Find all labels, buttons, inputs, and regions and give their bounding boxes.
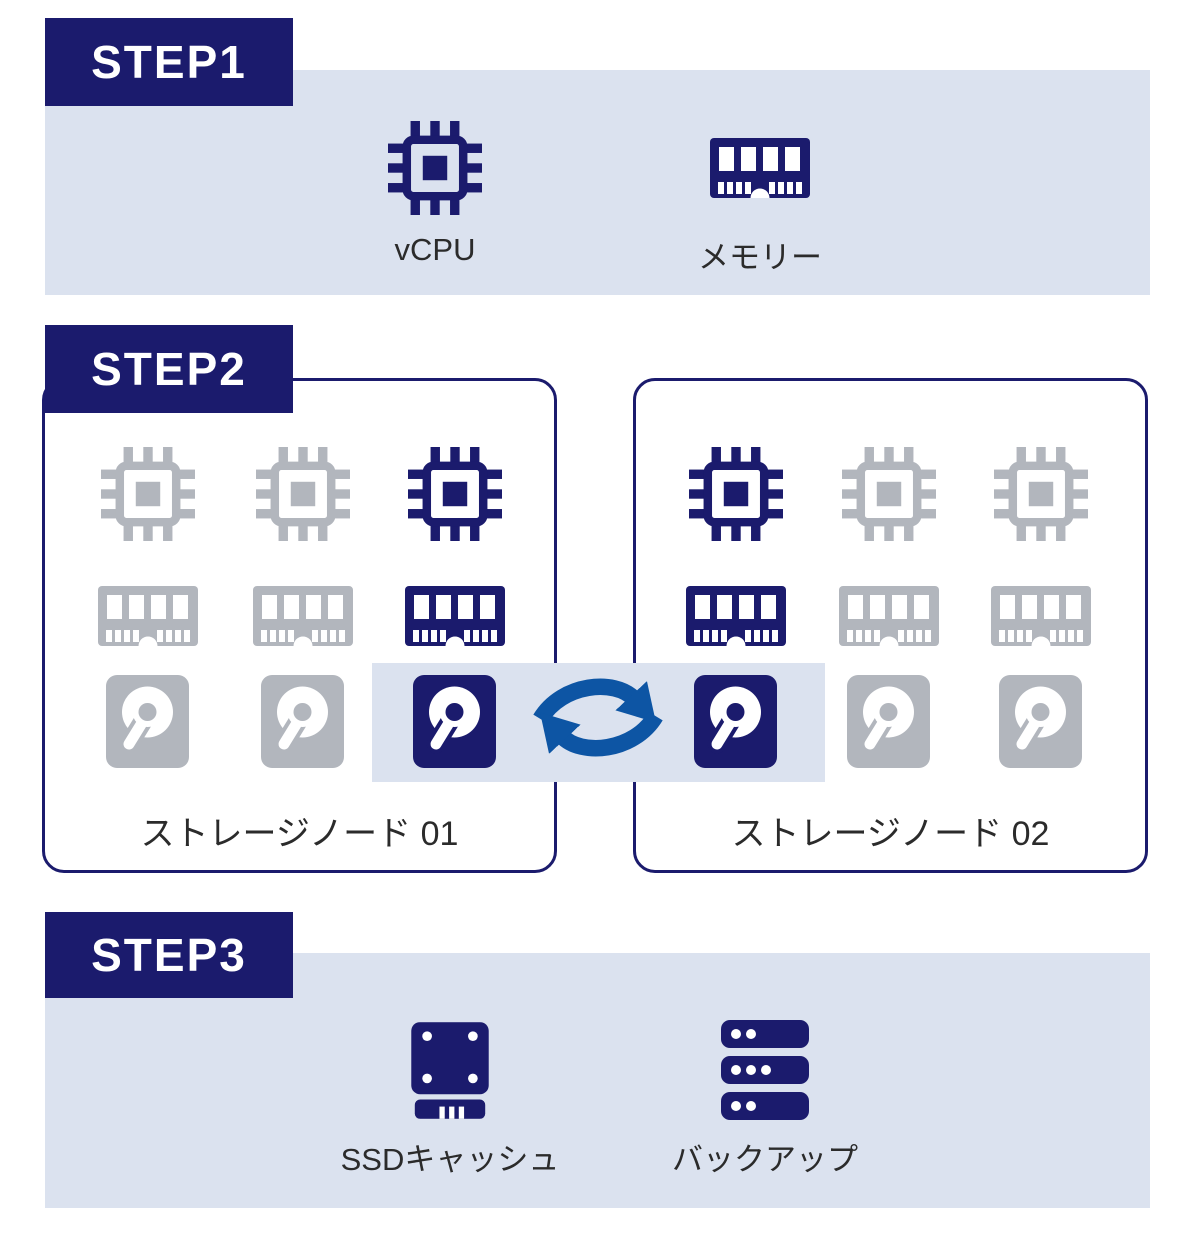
step3-item-backup: バックアップ bbox=[615, 1020, 915, 1179]
memory-module-icon bbox=[98, 585, 198, 647]
cpu-chip-icon bbox=[388, 121, 482, 215]
step3-label: STEP3 bbox=[45, 912, 293, 998]
step1-item-vcpu: vCPU bbox=[285, 118, 585, 268]
storage-node-02-title: ストレージノード 02 bbox=[731, 815, 1050, 853]
step1-label-text: STEP1 bbox=[91, 36, 247, 88]
step1-item-memory: メモリー bbox=[610, 118, 910, 277]
memory-module-icon bbox=[405, 585, 505, 647]
hard-disk-icon bbox=[261, 675, 344, 768]
ssd-icon-slot bbox=[406, 1020, 494, 1120]
step3-label-text: STEP3 bbox=[91, 929, 247, 981]
cpu-chip-icon bbox=[101, 447, 195, 541]
hard-disk-icon bbox=[106, 675, 189, 768]
memory-module-icon bbox=[253, 585, 353, 647]
cpu-chip-icon bbox=[842, 447, 936, 541]
cpu-chip-icon bbox=[408, 447, 502, 541]
hard-disk-icon bbox=[694, 675, 777, 768]
ssd-cache-caption: SSDキャッシュ bbox=[340, 1142, 560, 1177]
hard-disk-icon bbox=[413, 675, 496, 768]
ssd-icon bbox=[406, 1022, 494, 1119]
step2-label: STEP2 bbox=[45, 325, 293, 413]
backup-server-icon bbox=[721, 1020, 809, 1120]
step1-label: STEP1 bbox=[45, 18, 293, 106]
hard-disk-icon bbox=[847, 675, 930, 768]
storage-node-01-title: ストレージノード 01 bbox=[140, 815, 459, 853]
memory-module-icon bbox=[710, 137, 810, 199]
vcpu-icon-slot bbox=[388, 118, 482, 218]
hard-disk-icon bbox=[999, 675, 1082, 768]
memory-caption: メモリー bbox=[698, 240, 822, 275]
cpu-chip-icon bbox=[994, 447, 1088, 541]
memory-module-icon bbox=[686, 585, 786, 647]
memory-module-icon bbox=[991, 585, 1091, 647]
sync-arrows-icon bbox=[533, 678, 670, 765]
memory-module-icon bbox=[839, 585, 939, 647]
cpu-chip-icon bbox=[256, 447, 350, 541]
backup-icon-slot bbox=[721, 1020, 809, 1120]
cpu-chip-icon bbox=[689, 447, 783, 541]
step3-item-ssd-cache: SSDキャッシュ bbox=[300, 1020, 600, 1179]
step2-label-text: STEP2 bbox=[91, 343, 247, 395]
backup-caption: バックアップ bbox=[672, 1142, 858, 1177]
step1-band bbox=[45, 70, 1150, 295]
memory-icon-slot bbox=[710, 118, 810, 218]
vcpu-caption: vCPU bbox=[394, 232, 476, 267]
